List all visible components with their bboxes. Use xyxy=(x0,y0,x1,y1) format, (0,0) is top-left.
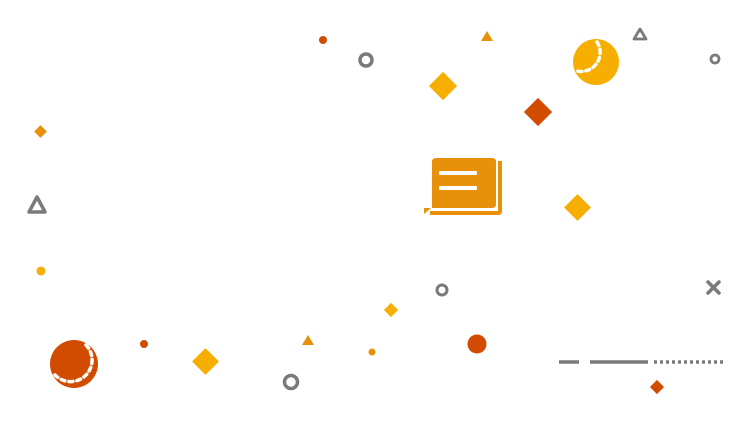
decor-diamond xyxy=(564,194,591,221)
decor-triangle xyxy=(481,31,493,41)
decor-diamond xyxy=(192,348,219,375)
decor-circle-dotted xyxy=(50,340,98,388)
decor-diamond xyxy=(428,71,458,101)
decor-dot xyxy=(36,266,46,276)
decor-triangle-outline xyxy=(632,27,648,41)
document-stack-icon xyxy=(424,158,502,215)
decor-dot xyxy=(368,348,376,356)
decor-dot xyxy=(467,334,487,354)
document-line-bottom xyxy=(439,186,477,190)
decor-diamond xyxy=(383,302,399,318)
decor-diamond xyxy=(649,379,665,395)
decor-ring xyxy=(435,283,449,297)
decor-ring xyxy=(358,52,374,68)
document-line-top xyxy=(439,171,477,175)
decor-dot xyxy=(319,36,327,44)
decor-ring xyxy=(709,53,721,65)
decor-cross xyxy=(706,280,721,295)
decor-ring xyxy=(282,373,300,391)
decor-diamond xyxy=(523,97,553,127)
decor-dot xyxy=(140,340,148,348)
decor-triangle-outline xyxy=(27,195,47,214)
decor-diamond xyxy=(34,125,47,138)
decor-triangle xyxy=(302,335,314,345)
decor-circle-dotted xyxy=(573,39,619,85)
